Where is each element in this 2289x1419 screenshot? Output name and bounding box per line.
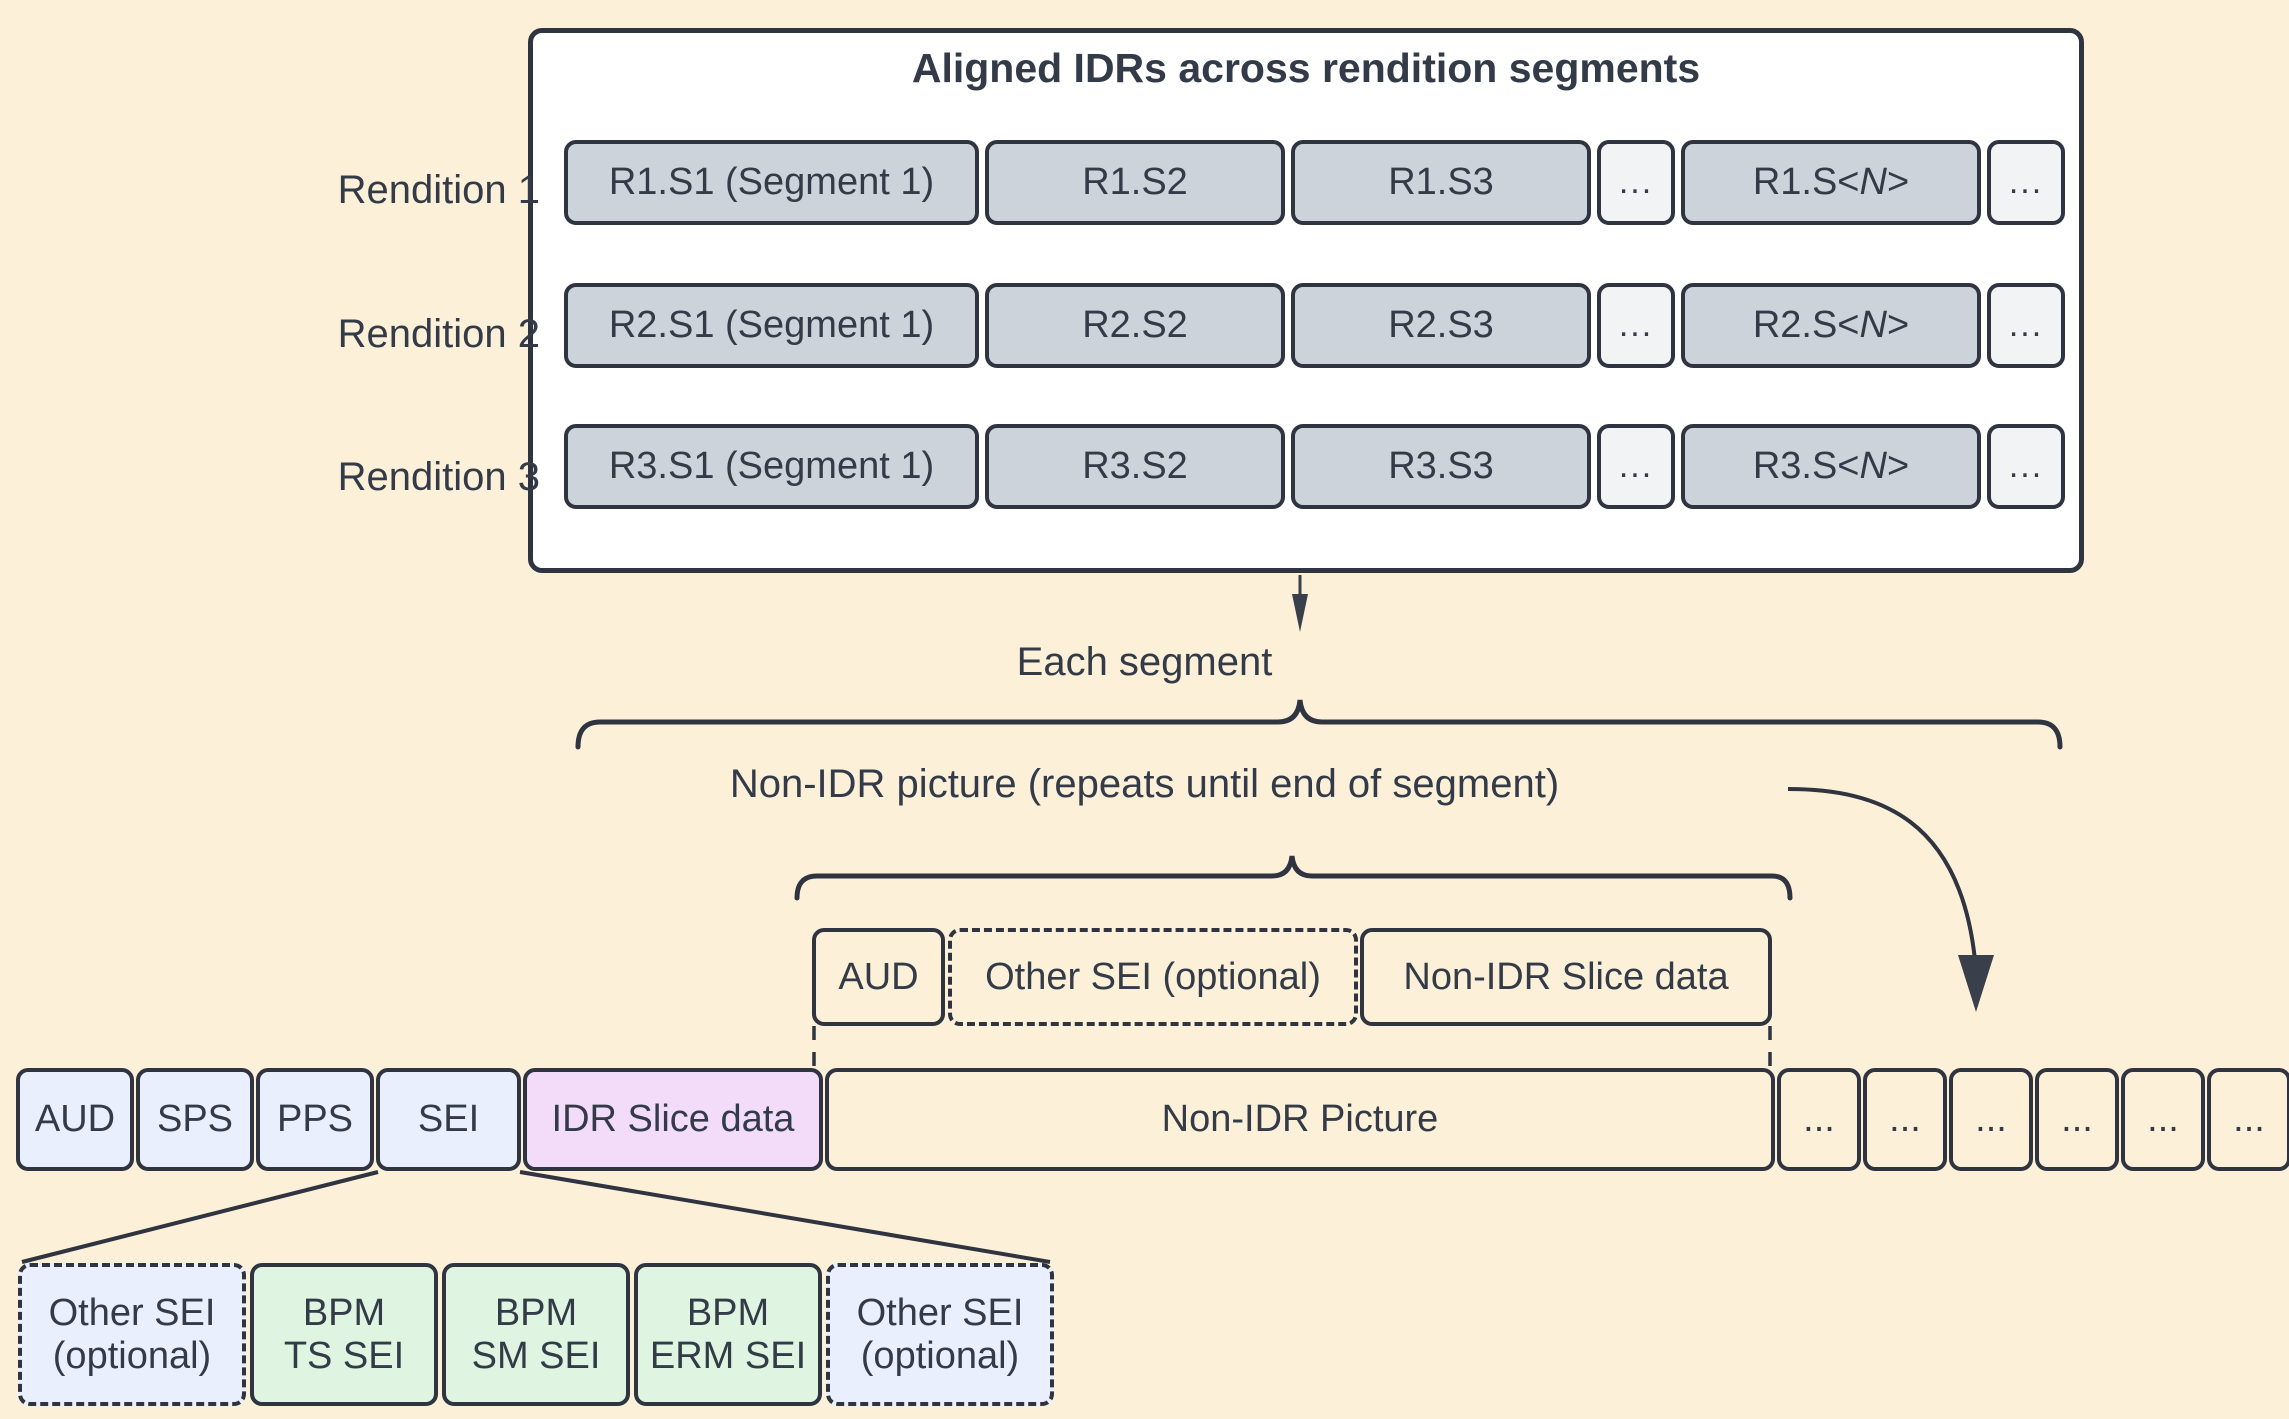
sei-detail-other-sei-left[interactable]: Other SEI (optional) [18, 1263, 246, 1406]
segment-cell[interactable]: R3.S2 [985, 424, 1285, 509]
segment-cell[interactable]: R1.S3 [1291, 140, 1591, 225]
main-cell-ellipsis: ... [1949, 1068, 2033, 1171]
sei-detail-bpm-ts[interactable]: BPM TS SEI [250, 1263, 438, 1406]
main-cell-idr-slice-data[interactable]: IDR Slice data [523, 1068, 823, 1171]
segment-cell[interactable]: R2.S<N> [1681, 283, 1981, 368]
sei-detail-line1: BPM [302, 1291, 386, 1334]
sei-detail-line2: (optional) [52, 1334, 212, 1377]
segment-cell[interactable]: R3.S3 [1291, 424, 1591, 509]
segment-cell[interactable]: R1.S<N> [1681, 140, 1981, 225]
sei-detail-other-sei-right[interactable]: Other SEI (optional) [826, 1263, 1054, 1406]
segment-cell[interactable]: R1.S2 [985, 140, 1285, 225]
non-idr-detail-other-sei[interactable]: Other SEI (optional) [948, 928, 1358, 1026]
sei-detail-bpm-sm[interactable]: BPM SM SEI [442, 1263, 630, 1406]
sei-leader-right [519, 1170, 1051, 1264]
each-segment-label: Each segment [1016, 640, 1273, 684]
sei-detail-line1: BPM [686, 1291, 770, 1334]
segment-ellipsis-cell: ... [1987, 140, 2065, 225]
sei-detail-line1: Other SEI [48, 1291, 216, 1334]
each-segment-arrowhead [1292, 594, 1308, 632]
segment-cell[interactable]: R2.S1 (Segment 1) [564, 283, 979, 368]
segment-ellipsis-cell: ... [1987, 424, 2065, 509]
main-cell-ellipsis: ... [1777, 1068, 1861, 1171]
main-cell-ellipsis: ... [2121, 1068, 2205, 1171]
non-idr-detail-aud[interactable]: AUD [812, 928, 945, 1026]
segment-ellipsis-cell: ... [1597, 424, 1675, 509]
segment-cell-label: R3.S<N> [1752, 445, 1910, 488]
segment-cell[interactable]: R1.S1 (Segment 1) [564, 140, 979, 225]
sei-detail-line2: (optional) [860, 1334, 1020, 1377]
segment-ellipsis-cell: ... [1597, 283, 1675, 368]
page-title: Aligned IDRs across rendition segments [911, 45, 1701, 91]
inner-brace [794, 855, 1793, 901]
rendition-label-2: Rendition 2 [337, 312, 540, 356]
rendition-label-1: Rendition 1 [337, 168, 540, 212]
outer-brace [575, 699, 2063, 750]
sei-detail-line1: Other SEI [856, 1291, 1024, 1334]
sei-leader-left [21, 1170, 379, 1264]
segment-cell-label: R2.S<N> [1752, 304, 1910, 347]
segment-cell[interactable]: R3.S<N> [1681, 424, 1981, 509]
main-cell-non-idr-picture[interactable]: Non-IDR Picture [825, 1068, 1775, 1171]
non-idr-bracket-label: Non-IDR picture (repeats until end of se… [729, 762, 1560, 806]
segment-ellipsis-cell: ... [1597, 140, 1675, 225]
rendition-label-3: Rendition 3 [337, 455, 540, 499]
segment-cell[interactable]: R3.S1 (Segment 1) [564, 424, 979, 509]
segment-cell-label: R1.S<N> [1752, 161, 1910, 204]
main-cell-ellipsis: ... [2035, 1068, 2119, 1171]
main-cell-pps[interactable]: PPS [256, 1068, 374, 1171]
sei-detail-line2: SM SEI [471, 1334, 601, 1377]
main-cell-sps[interactable]: SPS [136, 1068, 254, 1171]
segment-cell[interactable]: R2.S3 [1291, 283, 1591, 368]
main-cell-ellipsis: ... [2207, 1068, 2289, 1171]
segment-ellipsis-cell: ... [1987, 283, 2065, 368]
non-idr-detail-slice-data[interactable]: Non-IDR Slice data [1360, 928, 1772, 1026]
non-idr-repeat-arrow [1787, 787, 1994, 1012]
main-cell-aud[interactable]: AUD [16, 1068, 134, 1171]
segment-cell[interactable]: R2.S2 [985, 283, 1285, 368]
sei-detail-line1: BPM [494, 1291, 578, 1334]
sei-detail-bpm-erm[interactable]: BPM ERM SEI [634, 1263, 822, 1406]
sei-detail-line2: TS SEI [283, 1334, 405, 1377]
main-cell-ellipsis: ... [1863, 1068, 1947, 1171]
sei-detail-line2: ERM SEI [649, 1334, 807, 1377]
main-cell-sei[interactable]: SEI [376, 1068, 521, 1171]
